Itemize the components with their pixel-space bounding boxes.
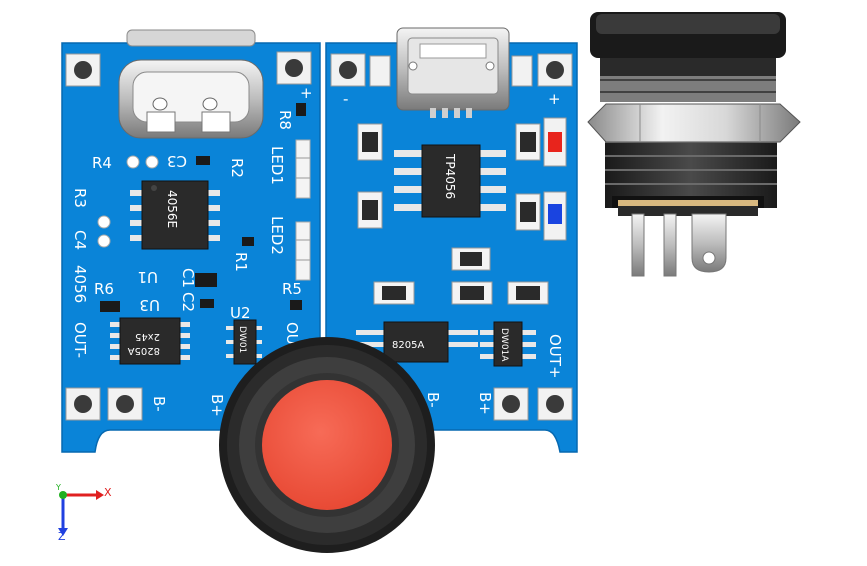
silk-r4: R4 [92, 154, 112, 172]
silk-out-plus-partial: OU [283, 322, 301, 345]
jack-pin [691, 213, 727, 273]
jack-pin [663, 213, 677, 277]
push-button[interactable] [219, 337, 435, 553]
silk-c2: C2 [179, 292, 197, 312]
silk-r6: R6 [94, 280, 114, 298]
mounting-pad [330, 53, 573, 421]
silk-u1: U1 [137, 268, 158, 286]
ic-dw01a[interactable]: DW01A [480, 321, 536, 367]
silk-c1: C1 [179, 268, 197, 288]
button-cap[interactable] [262, 380, 392, 510]
chip-label-dw01a: DW01A [499, 328, 509, 362]
chip-label-8205a: 8205A [392, 340, 424, 351]
ic-u1-4056[interactable]: 4056E [130, 180, 220, 250]
silk-u2: U2 [230, 304, 251, 322]
silk-led1: LED1 [268, 146, 286, 185]
chip-label-tp4056: TP4056 [443, 153, 457, 199]
jack-pin [631, 213, 645, 277]
silk-c4: C4 [71, 230, 89, 250]
silk-out-minus: OUT- [71, 322, 89, 358]
chip-label-8205a: 8205A [128, 345, 160, 356]
hex-nut [587, 103, 801, 143]
silk-b-plus: B+ [208, 394, 226, 417]
chip-label-2x45: 2x45 [135, 331, 160, 342]
dc-barrel-jack[interactable] [587, 12, 801, 277]
micro-usb-port[interactable] [396, 27, 510, 118]
silk-r2: R2 [228, 158, 246, 178]
axis-triad: X Z Y [55, 483, 112, 543]
silk-c3: C3 [167, 152, 187, 170]
led-blue [543, 191, 567, 241]
silk-out-plus: OUT+ [546, 334, 564, 379]
right-charger-board[interactable]: - + TP4056 [325, 27, 578, 453]
silk-minus: - [343, 90, 348, 108]
ic-tp4056[interactable]: TP4056 [394, 144, 506, 218]
axis-y-label: Y [55, 483, 61, 492]
silk-b-minus-partial: B- [424, 392, 442, 408]
ic-u3-8205a[interactable]: 8205A 2x45 [110, 317, 190, 365]
silk-r8: R8 [276, 110, 294, 130]
silk-b-minus: B- [150, 396, 168, 412]
chip-label-4056e: 4056E [165, 190, 179, 228]
silk-led2: LED2 [268, 216, 286, 255]
silk-u3: U3 [139, 296, 160, 314]
usb-c-shell-top [126, 29, 256, 47]
smd-resistor [357, 123, 549, 305]
silk-r1: R1 [232, 252, 250, 272]
axis-z-label: Z [58, 530, 66, 543]
chip-label-dw01: DW01 [237, 326, 247, 353]
ic-u2-dw01[interactable]: DW01 [226, 319, 262, 365]
left-charger-board[interactable]: + R8 R4 C3 R2 LED1 R3 C4 4056 4056E U1 C… [61, 29, 321, 453]
led-red [543, 117, 567, 167]
silk-r5: R5 [282, 280, 302, 298]
axis-x-label: X [104, 486, 112, 499]
silk-plus: + [300, 84, 313, 102]
mounting-pad [65, 51, 312, 421]
silk-4056: 4056 [71, 265, 89, 303]
silk-plus: + [548, 90, 561, 108]
ic-mosfet-8205a[interactable]: 8205A [356, 321, 478, 363]
silk-b-plus: B+ [476, 392, 494, 415]
silk-r3: R3 [71, 188, 89, 208]
